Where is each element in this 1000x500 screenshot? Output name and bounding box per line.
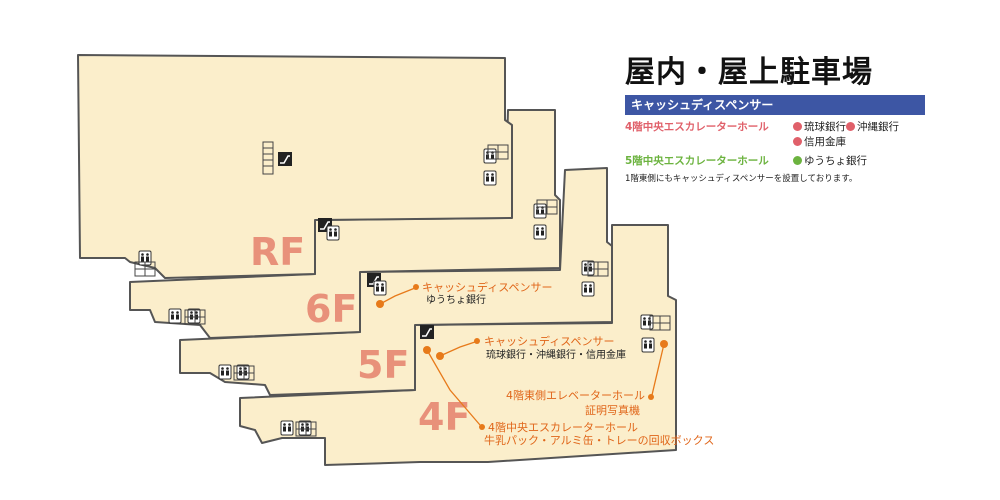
- floor-label-4f: 4F: [418, 395, 470, 439]
- legend-bank: 沖縄銀行: [846, 121, 899, 133]
- annotation-line: [379, 287, 416, 305]
- legend-bank: ゆうちょ銀行: [793, 155, 867, 167]
- floor-label-5f: 5F: [357, 343, 409, 387]
- legend-banks: ゆうちょ銀行: [793, 153, 925, 168]
- annotation-4f-escalator-title: 4階中央エスカレーターホール: [488, 420, 638, 434]
- bank-dot-icon: [793, 137, 802, 146]
- restroom-icon: [641, 337, 655, 353]
- annotation-bullet: [648, 394, 654, 400]
- annotation-bullet: [479, 424, 485, 430]
- restroom-icon: [280, 420, 294, 436]
- legend-subtitle: キャッシュディスペンサー: [625, 95, 925, 115]
- restroom-icon: [533, 224, 547, 240]
- annotation-line: [651, 343, 665, 396]
- legend-title: 屋内・屋上駐車場: [625, 55, 873, 90]
- annotation-line: [426, 349, 481, 426]
- legend-row: 4階中央エスカレーターホール 琉球銀行沖縄銀行信用金庫: [625, 119, 925, 149]
- restroom-icon: [298, 420, 312, 436]
- annotation-bullet: [474, 338, 480, 344]
- restroom-icon: [533, 203, 547, 219]
- legend-bank-name: ゆうちょ銀行: [804, 155, 867, 167]
- legend-bank: 信用金庫: [793, 136, 846, 148]
- bank-dot-icon: [793, 156, 802, 165]
- legend: 屋内・屋上駐車場 キャッシュディスペンサー 4階中央エスカレーターホール 琉球銀行…: [625, 55, 925, 184]
- restroom-icon: [218, 364, 232, 380]
- legend-bank: 琉球銀行: [793, 121, 846, 133]
- annotation-5f-title: キャッシュディスペンサー: [484, 334, 614, 348]
- annotation-line: [439, 341, 476, 357]
- restroom-icon: [168, 308, 182, 324]
- bank-dot-icon: [846, 122, 855, 131]
- annotation-6f-sub: ゆうちょ銀行: [426, 293, 486, 306]
- restroom-icon: [236, 364, 250, 380]
- legend-row: 5階中央エスカレーターホール ゆうちょ銀行: [625, 153, 925, 168]
- restroom-icon: [326, 225, 340, 241]
- legend-location: 5階中央エスカレーターホール: [625, 155, 769, 167]
- restroom-icon: [373, 280, 387, 296]
- floor-label-rf: RF: [250, 230, 305, 274]
- annotation-6f-title: キャッシュディスペンサー: [422, 280, 552, 294]
- restroom-icon: [187, 308, 201, 324]
- legend-bank-name: 琉球銀行: [804, 121, 846, 133]
- restroom-icon: [640, 314, 654, 330]
- legend-rows: 4階中央エスカレーターホール 琉球銀行沖縄銀行信用金庫 5階中央エスカレーターホール…: [625, 119, 925, 168]
- legend-location: 4階中央エスカレーターホール: [625, 121, 769, 133]
- legend-bank-name: 信用金庫: [804, 136, 846, 148]
- restroom-icon: [483, 170, 497, 186]
- restroom-icon: [581, 281, 595, 297]
- floor-rf-shape: [77, 54, 513, 279]
- annotation-4f-escalator-sub: 牛乳パック・アルミ缶・トレーの回収ボックス: [484, 433, 714, 447]
- annotation-4f-elevator-sub: 証明写真機: [585, 403, 640, 417]
- restroom-icon: [483, 148, 497, 164]
- bank-dot-icon: [793, 122, 802, 131]
- escalator-icon: [420, 325, 434, 339]
- legend-bank-name: 沖縄銀行: [857, 121, 899, 133]
- legend-banks: 琉球銀行沖縄銀行信用金庫: [793, 119, 925, 149]
- annotation-4f-elevator-title: 4階東側エレベーターホール: [506, 388, 645, 402]
- escalator-icon: [278, 152, 292, 166]
- floor-label-6f: 6F: [305, 287, 357, 331]
- annotation-bullet: [413, 284, 419, 290]
- annotation-5f-sub: 琉球銀行・沖縄銀行・信用金庫: [486, 348, 626, 361]
- stairs-icon: [262, 141, 274, 175]
- legend-note: 1階東側にもキャッシュディスペンサーを設置しております。: [625, 174, 858, 184]
